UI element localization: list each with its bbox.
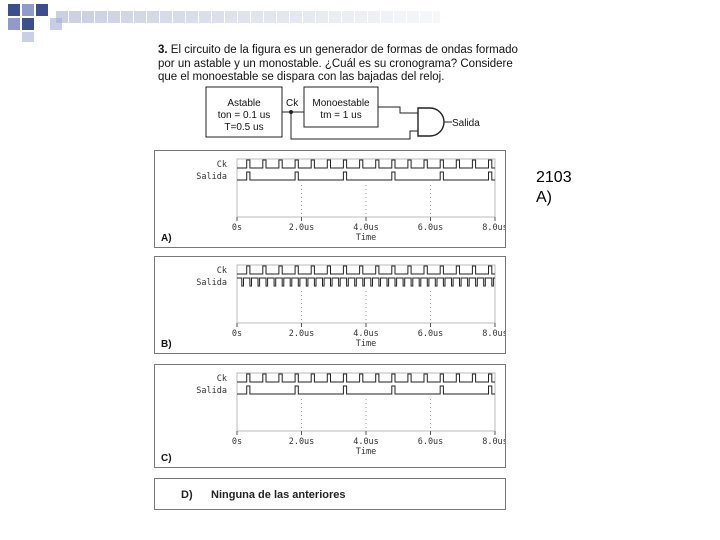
- deco-square: [160, 11, 172, 23]
- deco-square: [368, 11, 380, 23]
- title-decoration: [0, 0, 440, 42]
- deco-square: [95, 11, 107, 23]
- deco-square: [329, 11, 341, 23]
- answer-label: A): [536, 189, 552, 206]
- circuit-diagram: Astable ton = 0.1 us T=0.5 us Monoestabl…: [205, 86, 480, 140]
- option-d-text: Ninguna de las anteriores: [211, 489, 346, 501]
- deco-square: [173, 11, 185, 23]
- astable-title: Astable: [227, 98, 261, 109]
- and-gate-icon: [417, 107, 445, 137]
- x-tick-label: 6.0us: [418, 329, 444, 339]
- signal-label-salida: Salida: [196, 172, 227, 182]
- x-axis-label: Time: [356, 447, 376, 457]
- signal-label-salida: Salida: [196, 278, 227, 288]
- mono-tm: tm = 1 us: [320, 110, 361, 121]
- output-label: Salida: [452, 118, 480, 129]
- x-tick-label: 8.0us: [482, 437, 505, 447]
- x-tick-label: 0s: [232, 329, 242, 339]
- x-tick-label: 8.0us: [482, 329, 505, 339]
- astable-ton: ton = 0.1 us: [218, 110, 271, 121]
- deco-square: [82, 11, 94, 23]
- x-tick-label: 2.0us: [289, 329, 315, 339]
- deco-square: [407, 11, 419, 23]
- deco-square: [69, 11, 81, 23]
- option-letter: A): [161, 233, 172, 244]
- deco-square: [22, 18, 34, 30]
- deco-square: [225, 11, 237, 23]
- deco-square: [420, 11, 432, 23]
- x-tick-label: 2.0us: [289, 437, 315, 447]
- ck-waveform: [237, 265, 495, 275]
- x-tick-label: 4.0us: [353, 223, 379, 233]
- deco-square: [342, 11, 354, 23]
- deco-square: [186, 11, 198, 23]
- x-tick-label: 6.0us: [418, 437, 444, 447]
- ck-to-gate-wire: [290, 112, 418, 140]
- ck-waveform: [237, 159, 495, 169]
- signal-label-ck: Ck: [217, 160, 227, 170]
- salida-waveform: [237, 277, 495, 287]
- signal-label-salida: Salida: [196, 386, 227, 396]
- question-number: 3.: [158, 44, 168, 56]
- code-label: 2103: [536, 169, 572, 186]
- deco-square: [134, 11, 146, 23]
- deco-square: [264, 11, 276, 23]
- mono-title: Monoestable: [312, 98, 370, 109]
- option-d-panel: D) Ninguna de las anteriores: [154, 478, 506, 510]
- deco-square: [22, 32, 34, 42]
- signal-label-ck: Ck: [217, 266, 227, 276]
- deco-square: [36, 4, 48, 16]
- side-note: 2103 A): [536, 168, 572, 208]
- deco-square: [277, 11, 289, 23]
- question-text: 3. El circuito de la figura es un genera…: [158, 44, 528, 85]
- x-tick-label: 0s: [232, 437, 242, 447]
- ck-label: Ck: [286, 98, 299, 109]
- deco-square: [303, 11, 315, 23]
- deco-square: [8, 4, 20, 16]
- deco-square: [433, 11, 440, 23]
- x-tick-label: 6.0us: [418, 223, 444, 233]
- salida-waveform: [237, 171, 495, 181]
- deco-square: [355, 11, 367, 23]
- deco-square: [251, 11, 263, 23]
- x-axis-label: Time: [356, 339, 376, 349]
- deco-square: [147, 11, 159, 23]
- signal-label-ck: Ck: [217, 374, 227, 384]
- x-tick-label: 8.0us: [482, 223, 505, 233]
- option-d-letter: D): [181, 489, 193, 501]
- deco-square: [316, 11, 328, 23]
- deco-square: [199, 11, 211, 23]
- deco-square: [22, 4, 34, 16]
- salida-waveform: [237, 385, 495, 395]
- mono-to-gate-wire: [378, 106, 418, 114]
- ck-waveform: [237, 373, 495, 383]
- deco-square: [381, 11, 393, 23]
- deco-square: [108, 11, 120, 23]
- option-letter: C): [161, 453, 172, 464]
- x-tick-label: 2.0us: [289, 223, 315, 233]
- astable-period: T=0.5 us: [224, 122, 263, 133]
- question-body: El circuito de la figura es un generador…: [158, 44, 518, 83]
- x-tick-label: 4.0us: [353, 437, 379, 447]
- deco-square: [8, 18, 20, 30]
- x-axis-label: Time: [356, 233, 376, 243]
- deco-square: [238, 11, 250, 23]
- x-tick-label: 4.0us: [353, 329, 379, 339]
- deco-square: [212, 11, 224, 23]
- x-tick-label: 0s: [232, 223, 242, 233]
- deco-square: [121, 11, 133, 23]
- deco-square: [394, 11, 406, 23]
- deco-square: [290, 11, 302, 23]
- option-letter: B): [161, 339, 172, 350]
- deco-square: [56, 11, 68, 23]
